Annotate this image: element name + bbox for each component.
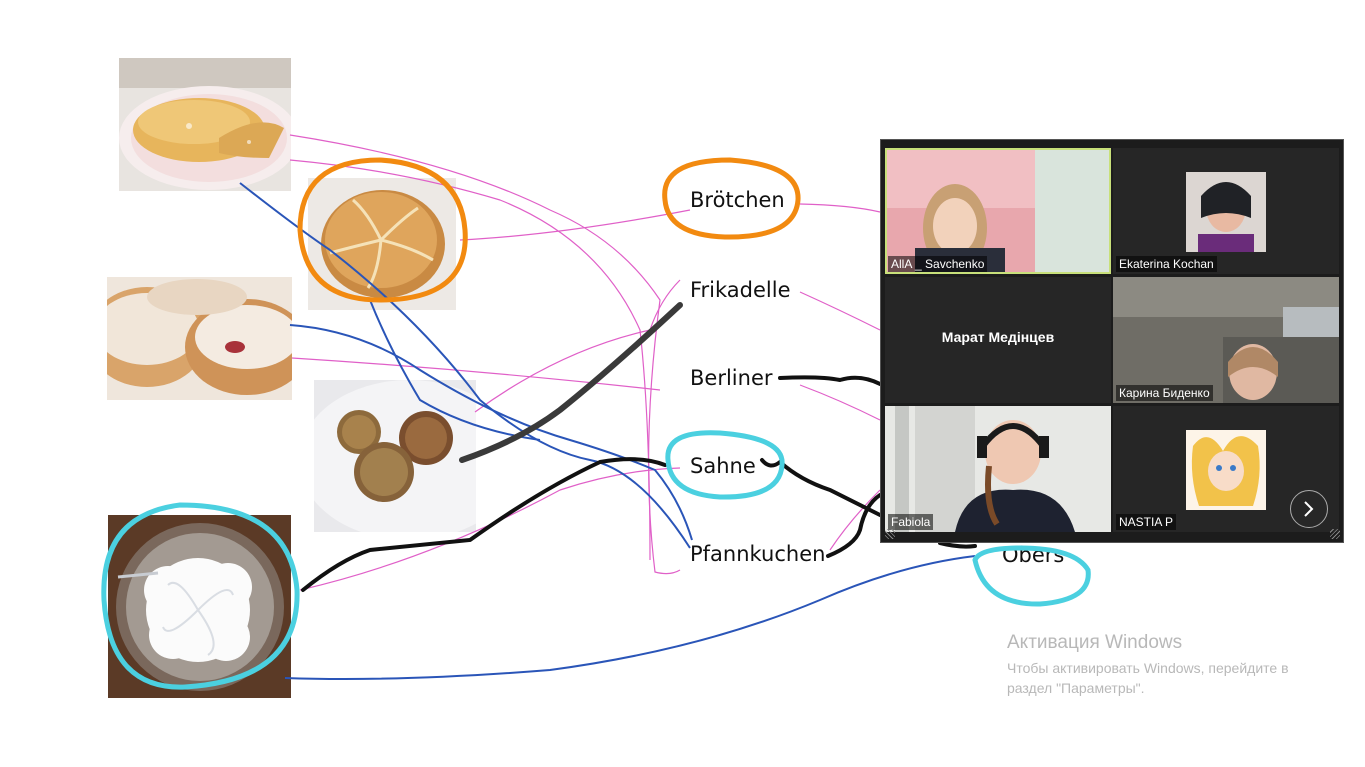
participant-name: Fabiola	[888, 514, 934, 530]
grey-connector-line	[459, 302, 683, 463]
participant-tile-karina-bidenko[interactable]: Карина Биденко	[1113, 277, 1339, 403]
word-berliner: Berliner	[690, 366, 773, 390]
video-gallery-window[interactable]: AllA _ Savchenko Ekaterina Kochan Марат …	[880, 139, 1344, 543]
video-feed	[1113, 277, 1339, 403]
word-pfannkuchen: Pfannkuchen	[690, 542, 826, 566]
activation-text: Чтобы активировать Windows, перейдите в …	[1007, 658, 1327, 698]
resize-grip-left[interactable]	[885, 529, 895, 539]
bread-roll-photo	[308, 178, 456, 310]
video-feed	[1113, 148, 1339, 274]
windows-activation-watermark: Активация Windows Чтобы активировать Win…	[1007, 632, 1327, 698]
activation-line-2: раздел "Параметры".	[1007, 680, 1145, 696]
chevron-right-icon	[1304, 501, 1314, 517]
participant-name: Марат Медінцев	[941, 329, 1055, 345]
participant-name: Ekaterina Kochan	[1116, 256, 1217, 272]
donuts-photo	[107, 277, 292, 400]
participant-tile-ekaterina-kochan[interactable]: Ekaterina Kochan	[1113, 148, 1339, 274]
video-feed	[885, 406, 1111, 532]
participant-name: AllA _ Savchenko	[888, 256, 988, 272]
word-frikadelle: Frikadelle	[690, 278, 791, 302]
word-broetchen: Brötchen	[690, 188, 785, 212]
video-feed	[1113, 406, 1339, 532]
word-obers: Obers	[1002, 543, 1065, 567]
crepes-photo	[119, 58, 291, 191]
activation-title: Активация Windows	[1007, 632, 1183, 653]
word-sahne: Sahne	[690, 454, 756, 478]
participant-name: Карина Биденко	[1116, 385, 1213, 401]
meatballs-photo	[314, 380, 476, 532]
participant-tile-marat-medintsev[interactable]: Марат Медінцев	[885, 277, 1111, 403]
resize-grip-right[interactable]	[1330, 529, 1340, 539]
participant-tile-alla-savchenko[interactable]: AllA _ Savchenko	[885, 148, 1111, 274]
next-page-button[interactable]	[1290, 490, 1328, 528]
participant-name: NASTIA P	[1116, 514, 1177, 530]
whipped-cream-photo	[108, 515, 291, 698]
participant-tile-fabiola[interactable]: Fabiola	[885, 406, 1111, 532]
activation-line-1: Чтобы активировать Windows, перейдите в	[1007, 660, 1289, 676]
